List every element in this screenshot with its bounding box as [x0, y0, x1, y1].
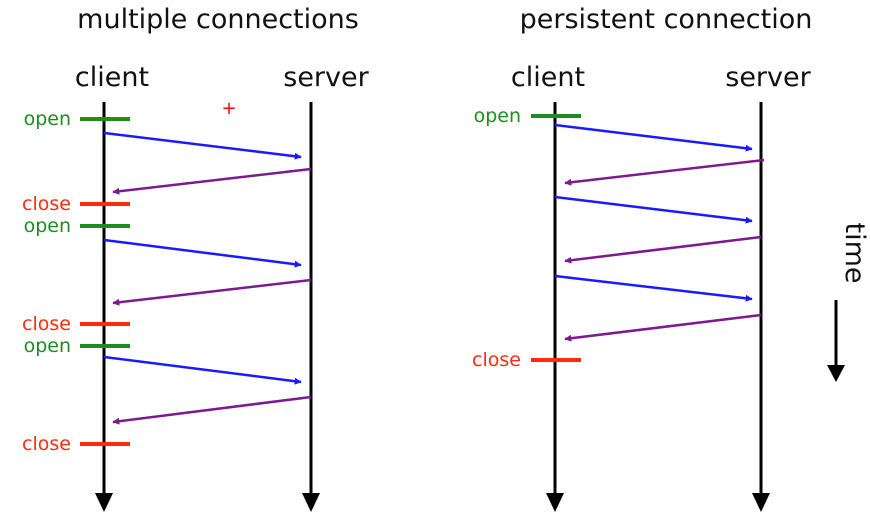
request-arrow — [554, 123, 753, 152]
event-label: close — [22, 193, 71, 215]
left-event-close-1: close — [22, 193, 130, 215]
event-label: close — [22, 433, 71, 455]
right-client-label: client — [511, 62, 585, 93]
left-server-lifeline — [302, 102, 320, 512]
event-label: open — [24, 335, 71, 357]
response-arrow — [564, 313, 762, 342]
time-label: time — [839, 222, 870, 283]
right-panel-title: persistent connection — [520, 4, 813, 35]
left-panel: multiple connections client server open … — [22, 4, 370, 512]
request-arrow — [103, 355, 302, 385]
left-event-close-3: close — [22, 433, 130, 455]
left-client-lifeline — [95, 102, 113, 512]
response-arrow — [564, 235, 762, 264]
left-client-label: client — [75, 62, 149, 93]
response-arrow — [112, 278, 312, 306]
left-panel-title: multiple connections — [77, 4, 359, 35]
left-event-open-1: open — [24, 108, 130, 130]
left-event-open-2: open — [24, 215, 130, 237]
right-server-lifeline — [752, 102, 770, 512]
left-server-label: server — [283, 62, 369, 93]
right-event-close: close — [472, 349, 581, 371]
right-server-label: server — [725, 62, 811, 93]
event-label: open — [24, 108, 71, 130]
request-arrow — [103, 238, 302, 268]
response-arrow — [112, 395, 312, 425]
event-label: open — [474, 105, 521, 127]
event-label: open — [24, 215, 71, 237]
left-event-open-3: open — [24, 335, 130, 357]
right-event-open: open — [474, 105, 581, 127]
left-event-close-2: close — [22, 313, 130, 335]
request-arrow — [103, 131, 302, 160]
event-label: close — [22, 313, 71, 335]
plus-marker: + — [221, 98, 236, 119]
response-arrow — [112, 167, 312, 195]
time-arrow-icon — [827, 300, 845, 382]
right-client-lifeline — [546, 102, 564, 512]
request-arrow — [554, 274, 753, 302]
request-arrow — [554, 195, 753, 224]
response-arrow — [564, 158, 765, 186]
right-panel: persistent connection client server open… — [472, 4, 870, 512]
event-label: close — [472, 349, 521, 371]
